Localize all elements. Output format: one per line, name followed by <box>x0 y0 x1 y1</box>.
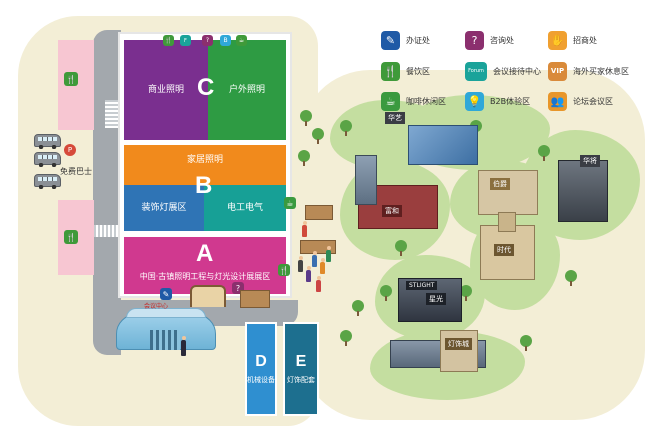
vip-icon: VIP <box>548 61 567 81</box>
dining-icon: 🍴 <box>381 61 400 81</box>
legend-item-coffee: ☕ 咖啡休闲区 <box>381 90 446 112</box>
legend-item-dining: 🍴 餐饮区 <box>381 60 430 82</box>
forum-meeting-icon: ☕ <box>236 35 247 46</box>
dining-icon: 🍴 <box>278 264 290 276</box>
hall-c-left-label: 商业照明 <box>147 84 184 95</box>
hall-c-outdoor-lighting[interactable]: 户外照明 <box>208 40 286 140</box>
building-xingguang-sign: 星光 <box>426 293 446 305</box>
forum-meeting-icon: 👥 <box>548 91 567 111</box>
conference-center-entrance <box>150 330 180 350</box>
hall-c-letter: C <box>197 74 215 101</box>
building-huajian-sign: 华将 <box>580 155 600 167</box>
hall-e-label: 灯饰配套 <box>287 376 315 384</box>
building-shidai-sign: 时代 <box>494 244 514 256</box>
building-fuhe-tower <box>355 155 377 205</box>
consult-icon: ? <box>465 30 484 50</box>
building-shidai-tower <box>498 212 516 232</box>
office-icon: ✎ <box>381 30 400 50</box>
building-xingguang-badge: STLIGHT <box>406 281 438 290</box>
tree <box>460 285 472 301</box>
b2b-icon: 💡 <box>465 91 484 111</box>
tree <box>300 110 312 126</box>
building-fuhe-sign: 富和 <box>382 205 402 217</box>
walkway <box>88 225 122 237</box>
hall-b-electrical[interactable]: 电工电气 <box>204 185 286 231</box>
legend-item-forum-reception: Forum 会议接待中心 <box>465 60 541 82</box>
tree <box>395 240 407 256</box>
tree <box>340 120 352 136</box>
tree <box>352 300 364 316</box>
visitor-figure <box>302 221 307 237</box>
hall-e-lighting-accessories[interactable]: E 灯饰配套 <box>283 322 319 416</box>
entrance-gate <box>190 285 226 307</box>
dining-icon: 🍴 <box>64 72 78 86</box>
forum-badge-icon: F <box>180 35 191 46</box>
hall-b-left-label: 装饰灯展区 <box>141 202 187 213</box>
shuttle-bus <box>34 174 61 189</box>
tree <box>520 335 532 351</box>
hall-e-letter: E <box>295 353 307 370</box>
office-icon: ✎ <box>160 288 172 300</box>
hall-b-letter: B <box>195 172 213 199</box>
hall-d-letter: D <box>255 353 267 370</box>
visitor-figure <box>320 258 325 274</box>
booth <box>240 290 270 308</box>
shuttle-bus <box>34 134 61 149</box>
building-huayi[interactable] <box>408 125 478 165</box>
forum-badge-icon: Forum <box>465 61 487 81</box>
building-huayi-sign: 华艺 <box>385 112 405 124</box>
hall-a-letter: A <box>196 240 214 267</box>
legend-item-forum-meeting: 👥 论坛会议区 <box>548 90 613 112</box>
tree <box>298 150 310 166</box>
building-dengcheng-sign: 灯饰城 <box>445 338 472 350</box>
tree <box>565 270 577 286</box>
tree <box>312 128 324 144</box>
hall-c-right-label: 户外照明 <box>228 84 265 95</box>
visitor-figure <box>181 336 186 356</box>
tree <box>538 145 550 161</box>
dining-icon: 🍴 <box>64 230 78 244</box>
building-liwei[interactable] <box>478 170 538 215</box>
hall-b-top-label: 家居照明 <box>186 154 223 165</box>
legend-item-consult: ? 咨询处 <box>465 29 514 51</box>
legend-item-vip: VIP 海外买家休息区 <box>548 60 629 82</box>
b2b-icon: B <box>220 35 231 46</box>
visitor-figure <box>298 256 303 272</box>
hall-b-decorative-lamps[interactable]: 装饰灯展区 <box>124 185 204 231</box>
legend-item-b2b: 💡 B2B体验区 <box>465 90 530 112</box>
hall-b-home-lighting[interactable]: 家居照明 <box>124 145 286 185</box>
visitor-figure <box>326 246 331 262</box>
tree <box>340 330 352 346</box>
legend-item-recruit: ✋ 招商处 <box>548 29 597 51</box>
legend-item-office: ✎ 办证处 <box>381 29 430 51</box>
building-huajian[interactable] <box>558 160 608 222</box>
shuttle-bus <box>34 152 61 167</box>
visitor-figure <box>312 251 317 267</box>
visitor-figure <box>306 266 311 282</box>
bus-stop-sign-icon: P <box>64 144 76 156</box>
dining-icon: 🍴 <box>163 35 174 46</box>
building-dengcheng-annex <box>440 330 478 372</box>
hall-c-commercial-lighting[interactable]: 商业照明 <box>124 40 208 140</box>
recruit-icon: ✋ <box>548 30 567 50</box>
consult-icon: ? <box>202 35 213 46</box>
conference-center-label: 会议中心 <box>144 303 169 310</box>
building-liwei-sign: 伯爵 <box>490 178 510 190</box>
coffee-icon: ☕ <box>284 197 296 209</box>
hall-a-label: 中国·古镇照明工程与灯光设计展展区 <box>139 272 271 281</box>
tree <box>380 285 392 301</box>
hall-d-machinery[interactable]: D 机械设备 <box>245 322 277 416</box>
coffee-icon: ☕ <box>381 91 400 111</box>
hall-b-right-label: 电工电气 <box>226 202 263 213</box>
free-bus-label: 免费巴士 <box>60 167 92 176</box>
hall-d-label: 机械设备 <box>247 376 275 384</box>
hall-a-lighting-engineering[interactable]: 中国·古镇照明工程与灯光设计展展区 <box>124 237 286 294</box>
booth <box>305 205 333 220</box>
visitor-figure <box>316 276 321 292</box>
